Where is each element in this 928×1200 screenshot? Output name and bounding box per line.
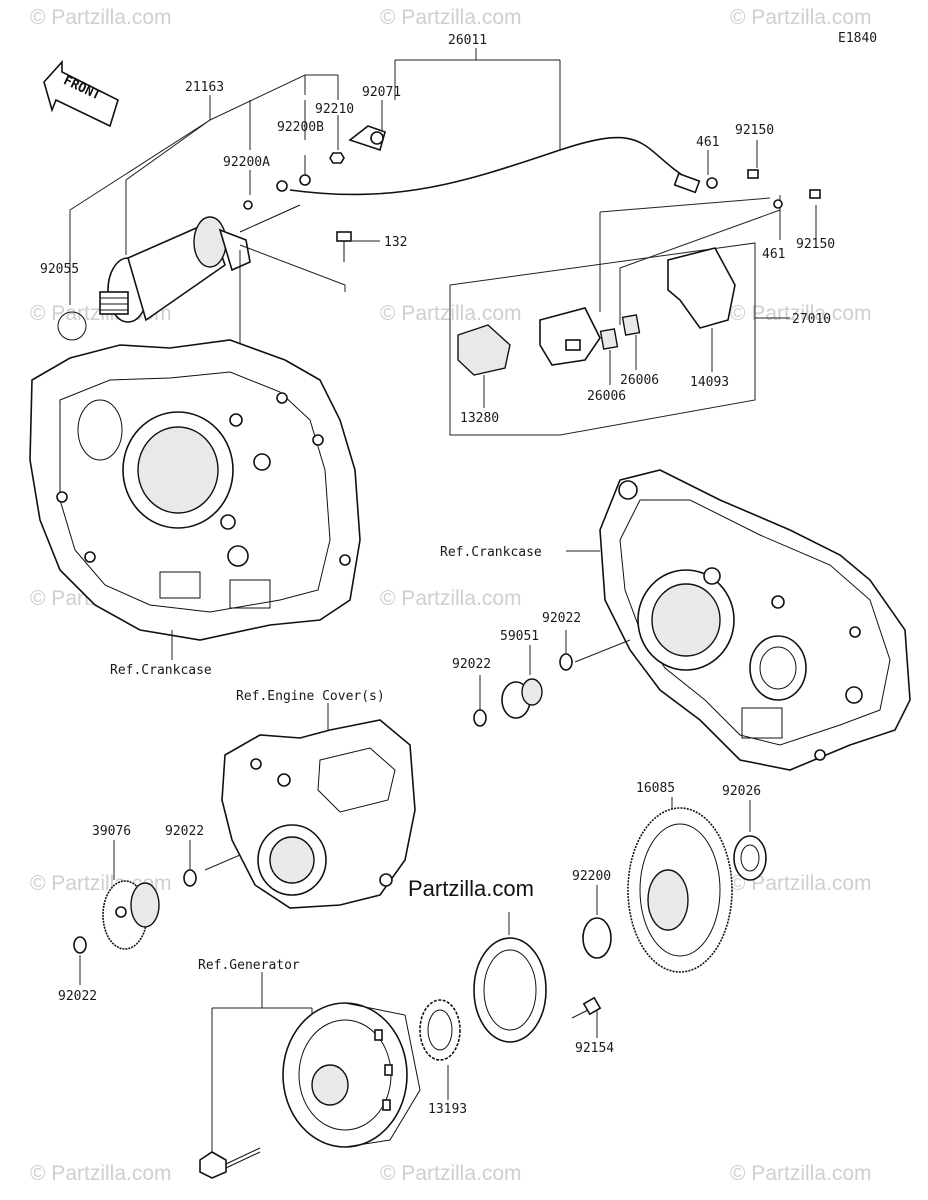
part-label[interactable]: 92022 bbox=[452, 657, 491, 672]
part-label[interactable]: 26006 bbox=[587, 389, 626, 404]
part-label[interactable]: 132 bbox=[384, 235, 407, 250]
watermark: © Partzilla.com bbox=[380, 302, 522, 325]
crankcase-right bbox=[566, 469, 911, 771]
watermark: © Partzilla.com bbox=[730, 1162, 872, 1185]
part-label[interactable]: 92022 bbox=[165, 824, 204, 839]
crankcase-left bbox=[29, 339, 361, 660]
watermark: © Partzilla.com bbox=[730, 302, 872, 325]
part-label[interactable]: 13280 bbox=[460, 411, 499, 426]
ref-engine-cover[interactable]: Ref.Engine Cover(s) bbox=[236, 689, 385, 704]
part-label[interactable]: 92210 bbox=[315, 102, 354, 117]
part-label[interactable]: 92026 bbox=[722, 784, 761, 799]
part-label[interactable]: 26006 bbox=[620, 373, 659, 388]
part-label[interactable]: 92200B bbox=[277, 120, 324, 135]
diagram-id: E1840 bbox=[838, 31, 877, 46]
starter-motor-group bbox=[57, 74, 383, 420]
part-label[interactable]: 92022 bbox=[542, 611, 581, 626]
part-label[interactable]: 461 bbox=[762, 247, 785, 262]
part-label[interactable]: 92055 bbox=[40, 262, 79, 277]
part-label[interactable]: 13193 bbox=[428, 1102, 467, 1117]
part-label[interactable]: 92200 bbox=[572, 869, 611, 884]
watermark: © Partzilla.com bbox=[30, 1162, 172, 1185]
part-label[interactable]: 92150 bbox=[796, 237, 835, 252]
part-label[interactable]: 27010 bbox=[792, 312, 831, 327]
starter-gear-group bbox=[73, 840, 197, 985]
center-brand: Partzilla.com bbox=[408, 876, 534, 901]
part-label[interactable]: 26011 bbox=[448, 33, 487, 48]
watermark: © Partzilla.com bbox=[380, 6, 522, 29]
ref-crankcase-right[interactable]: Ref.Crankcase bbox=[440, 545, 542, 560]
part-label[interactable]: 14093 bbox=[690, 375, 729, 390]
engine-cover bbox=[204, 703, 416, 909]
part-label[interactable]: 92022 bbox=[58, 989, 97, 1004]
idle-gear-group bbox=[473, 630, 573, 727]
one-way-clutch-group bbox=[419, 912, 602, 1100]
part-label[interactable]: 92200A bbox=[223, 155, 270, 170]
ref-generator[interactable]: Ref.Generator bbox=[198, 958, 300, 973]
ref-crankcase-left[interactable]: Ref.Crankcase bbox=[110, 663, 212, 678]
part-label[interactable]: 39076 bbox=[92, 824, 131, 839]
part-label[interactable]: 92150 bbox=[735, 123, 774, 138]
part-labels: 21163 92055 92200A 92200B 92210 92071 26… bbox=[40, 33, 835, 1117]
part-label[interactable]: 59051 bbox=[500, 629, 539, 644]
starter-clutch-gear bbox=[582, 797, 767, 973]
cable-group bbox=[289, 48, 821, 240]
front-arrow-icon: FRONT bbox=[43, 59, 119, 128]
watermark: © Partzilla.com bbox=[380, 587, 522, 610]
watermark: © Partzilla.com bbox=[380, 1162, 522, 1185]
part-label[interactable]: 461 bbox=[696, 135, 719, 150]
relay-box-group bbox=[449, 197, 790, 436]
watermark: © Partzilla.com bbox=[730, 6, 872, 29]
watermark: © Partzilla.com bbox=[730, 872, 872, 895]
ref-labels: Ref.Crankcase Ref.Crankcase Ref.Engine C… bbox=[110, 545, 542, 973]
generator-rotor bbox=[199, 972, 421, 1179]
part-label[interactable]: 16085 bbox=[636, 781, 675, 796]
watermark: © Partzilla.com bbox=[30, 6, 172, 29]
part-label[interactable]: 21163 bbox=[185, 80, 224, 95]
part-label[interactable]: 92071 bbox=[362, 85, 401, 100]
part-label[interactable]: 92154 bbox=[575, 1041, 614, 1056]
